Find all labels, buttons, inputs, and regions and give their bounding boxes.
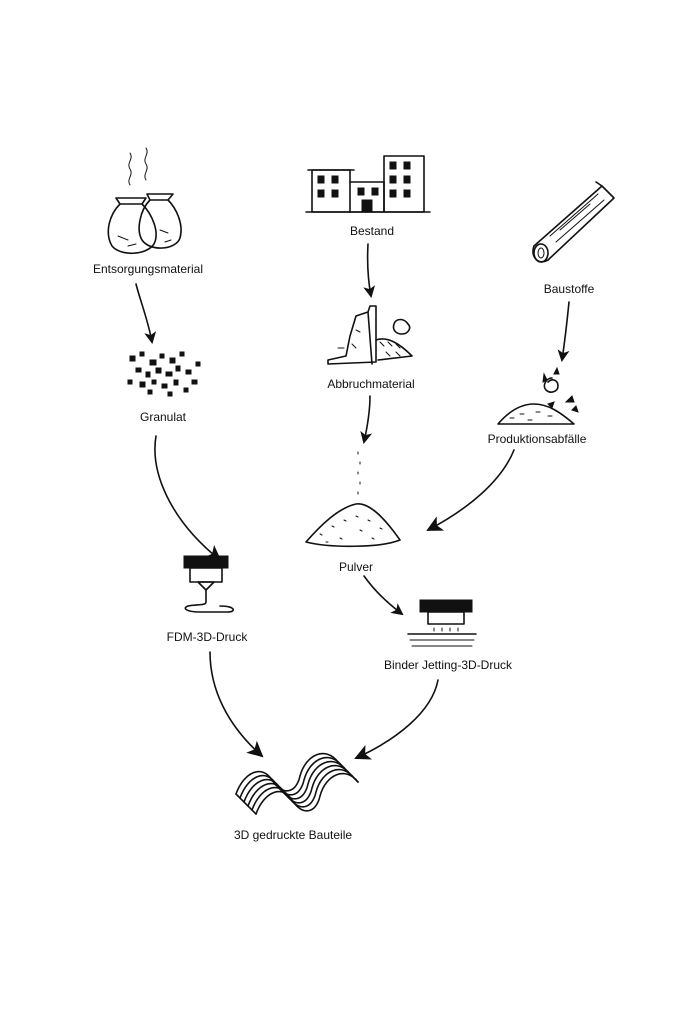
binder-jetting-printhead-icon	[407, 599, 477, 647]
arrow-pulver-to-binder	[363, 575, 404, 616]
arrow-binder-to-bauteile	[354, 679, 439, 760]
production-waste-icon	[497, 366, 579, 425]
arrow-produktion-to-pulver	[426, 449, 515, 531]
arrow-abbruch-to-powder	[360, 395, 373, 444]
label-abbruchmaterial: Abbruchmaterial	[327, 377, 415, 391]
arrow-bestand-to-abbruch	[363, 243, 376, 298]
label-3d-gedruckte-bauteile: 3D gedruckte Bauteile	[233, 828, 353, 842]
timber-beam-icon	[532, 181, 615, 263]
label-binder-jetting-3d-druck: Binder Jetting-3D-Druck	[383, 658, 513, 672]
printed-components-icon	[235, 752, 359, 815]
label-produktionsabfaelle: Produktionsabfälle	[487, 432, 587, 446]
granulate-icon	[127, 351, 201, 397]
flow-arrows	[135, 243, 570, 760]
label-bestand: Bestand	[349, 224, 395, 238]
waste-bags-icon	[107, 147, 182, 255]
label-pulver: Pulver	[338, 560, 374, 574]
buildings-icon	[305, 155, 431, 213]
arrow-fdm-to-bauteile	[209, 651, 264, 758]
arrow-granulat-to-fdm	[154, 435, 222, 562]
powder-pile-icon	[305, 451, 401, 548]
fdm-printer-nozzle-icon	[183, 555, 235, 613]
arrow-entsorgung-to-granulat	[135, 283, 157, 344]
label-fdm-3d-druck: FDM-3D-Druck	[166, 630, 248, 644]
arrow-baustoffe-to-produktion	[557, 301, 570, 362]
demolition-rubble-icon	[327, 305, 413, 365]
label-baustoffe: Baustoffe	[543, 282, 595, 296]
label-entsorgungsmaterial: Entsorgungsmaterial	[92, 262, 204, 276]
label-granulat: Granulat	[139, 410, 187, 424]
